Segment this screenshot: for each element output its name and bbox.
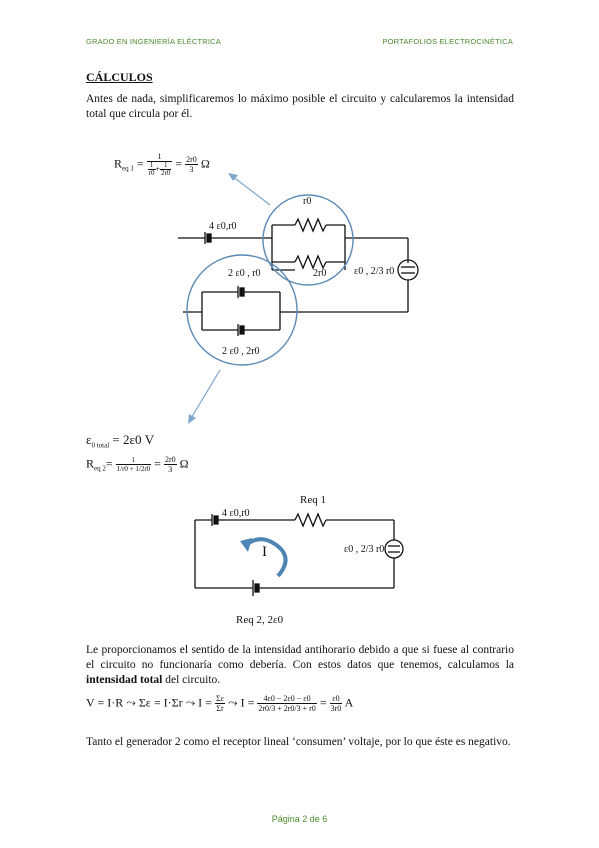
top-source-label: 4 ε0,r0 bbox=[209, 221, 237, 232]
page-footer: Página 2 de 6 bbox=[271, 814, 328, 824]
resistor-2r0 bbox=[294, 254, 327, 270]
conclusion-paragraph: Tanto el generador 2 como el receptor li… bbox=[86, 736, 511, 748]
resistor-group-circle bbox=[262, 194, 354, 286]
resistor-r0-label: r0 bbox=[303, 196, 312, 207]
header-right: PORTAFOLIOS ELECTROCINÉTICA bbox=[382, 37, 513, 46]
generator-top-label: 2 ε0 , r0 bbox=[228, 268, 261, 279]
generator-group-circle bbox=[186, 254, 298, 366]
circuit2-source-label: 4 ε0,r0 bbox=[222, 508, 250, 519]
etotal-formula: ε0 total = 2ε0 V bbox=[86, 432, 155, 450]
section-title: CÁLCULOS bbox=[86, 70, 153, 84]
circuit2-receiver-label: ε0 , 2/3 r0 bbox=[344, 544, 385, 555]
circuit2-current-label: I bbox=[262, 544, 267, 560]
generator-bottom-label: 2 ε0 , 2r0 bbox=[222, 346, 260, 357]
circuit2-bottom-label: Req 2, 2ε0 bbox=[236, 614, 284, 626]
circuit2-req1-label: Req 1 bbox=[300, 494, 326, 506]
receiver-label: ε0 , 2/3 r0 bbox=[354, 266, 395, 277]
direction-paragraph: Le proporcionamos el sentido de la inten… bbox=[86, 644, 514, 686]
resistor-2r0-label: 2r0 bbox=[313, 268, 327, 279]
intro-paragraph: Antes de nada, simplificaremos lo máximo… bbox=[86, 93, 514, 120]
resistor-r0 bbox=[294, 217, 327, 233]
current-arrow bbox=[244, 537, 288, 578]
header-left: GRADO EN INGENIERÍA ELÉCTRICA bbox=[86, 37, 221, 46]
